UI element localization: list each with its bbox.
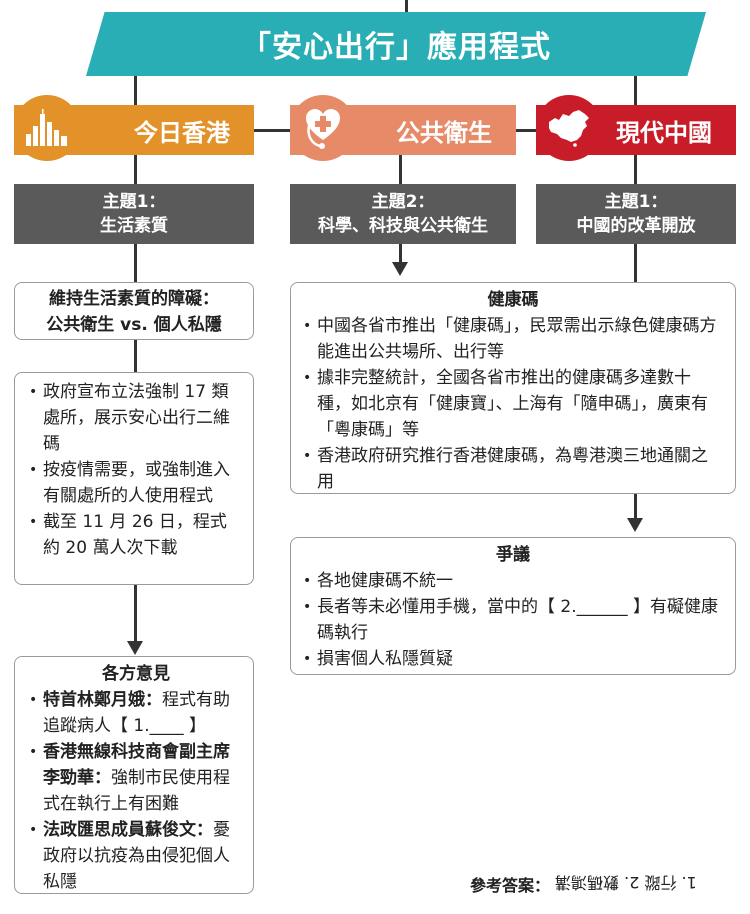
theme-ph: 主題2： 科學、科技與公共衛生 [290,184,516,244]
answer-text-upside-down: 1. 行蹤 2. 數碼鴻溝 [555,873,697,892]
header-hong-kong: 今日香港 [14,95,254,161]
connector-hk-opinions [134,585,137,641]
theme-hk: 主題1： 生活素質 [14,184,254,244]
connector-cn-health [634,244,637,282]
opinion-speaker: 香港無線科技商會副主席李勁華： [43,742,230,788]
opinions-title: 各方意見 [102,664,170,684]
medical-heart-icon [290,95,356,161]
connector-top-vertical [405,0,408,14]
skyline-icon [14,95,80,161]
connector-banner-hk [134,76,137,106]
connector-hk-theme [134,155,137,185]
dispute-box: 爭議 各地健康碼不統一 長者等未必懂用手機，當中的【 2.______ 】有礙健… [290,537,736,675]
theme-ph-number: 主題2： [371,192,435,212]
opinion-text: 強制市民使用程式在執行上有困難 [43,768,230,814]
connector-ph-theme [399,155,402,185]
page-title: 「安心出行」應用程式 [241,30,551,65]
connector-health-dispute [634,494,637,518]
opinion-text: 憂政府以抗疫為由侵犯個人私隱 [43,820,230,892]
list-item: 特首林鄭月娥：程式有助追蹤病人【 1.____ 】 [29,687,243,739]
header-modern-china: 現代中國 [536,95,736,161]
arrow-health-dispute [627,518,643,532]
reference-answer: 參考答案： 1. 行蹤 2. 數碼鴻溝 [470,872,740,898]
list-item: 截至 11 月 26 日，程式約 20 萬人次下載 [29,509,243,561]
opinion-speaker: 特首林鄭月娥： [43,690,162,710]
theme-ph-title: 科學、科技與公共衛生 [318,216,488,236]
page-title-banner: 「安心出行」應用程式 [86,12,706,76]
answer-label: 參考答案： [470,876,551,895]
header-hk-label: 今日香港 [134,118,230,147]
connector-hk-points [134,340,137,372]
list-item: 政府宣布立法強制 17 類處所，展示安心出行二維碼 [29,379,243,457]
header-cn-label: 現代中國 [616,118,712,147]
connector-cn-theme [634,155,637,185]
hk-points-box: 政府宣布立法強制 17 類處所，展示安心出行二維碼 按疫情需要，或強制進入有關處… [14,372,254,585]
theme-cn: 主題1： 中國的改革開放 [536,184,736,244]
connector-hk-barrier [134,244,137,282]
dispute-title: 爭議 [496,545,530,565]
theme-hk-number: 主題1： [102,192,166,212]
list-item: 法政匯思成員蘇俊文：憂政府以抗疫為由侵犯個人私隱 [29,817,243,895]
health-code-title: 健康碼 [487,290,539,310]
hk-barrier-line1: 維持生活素質的障礙： [49,289,219,309]
list-item: 據非完整統計，全國各省市推出的健康碼多達數十種，如北京有「健康寶」、上海有「隨申… [303,365,723,443]
header-ph-label: 公共衛生 [396,118,492,147]
list-item: 損害個人私隱質疑 [303,646,723,672]
china-map-icon [536,95,602,161]
list-item: 按疫情需要，或強制進入有關處所的人使用程式 [29,457,243,509]
theme-cn-title: 中國的改革開放 [576,216,696,236]
connector-ph-health [399,244,402,262]
list-item: 香港無線科技商會副主席李勁華：強制市民使用程式在執行上有困難 [29,739,243,817]
health-code-box: 健康碼 中國各省市推出「健康碼」，民眾需出示綠色健康碼方能進出公共場所、出行等 … [290,282,736,494]
opinion-text: 程式有助追蹤病人【 1.____ 】 [43,690,230,736]
list-item: 中國各省市推出「健康碼」，民眾需出示綠色健康碼方能進出公共場所、出行等 [303,313,723,365]
list-item: 香港政府研究推行香港健康碼，為粵港澳三地通關之用 [303,443,723,495]
hk-barrier-line2: 公共衛生 vs. 個人私隱 [46,315,222,335]
arrow-ph-health [392,262,408,276]
list-item: 各地健康碼不統一 [303,568,723,594]
theme-hk-title: 生活素質 [100,216,168,236]
header-public-health: 公共衛生 [290,95,516,161]
theme-cn-number: 主題1： [604,192,668,212]
opinions-box: 各方意見 特首林鄭月娥：程式有助追蹤病人【 1.____ 】 香港無線科技商會副… [14,656,254,894]
arrow-hk-opinions [127,641,143,655]
connector-banner-cn [634,76,637,106]
opinion-speaker: 法政匯思成員蘇俊文： [43,820,213,840]
list-item: 長者等未必懂用手機，當中的【 2.______ 】有礙健康碼執行 [303,594,723,646]
hk-barrier-box: 維持生活素質的障礙： 公共衛生 vs. 個人私隱 [14,282,254,340]
